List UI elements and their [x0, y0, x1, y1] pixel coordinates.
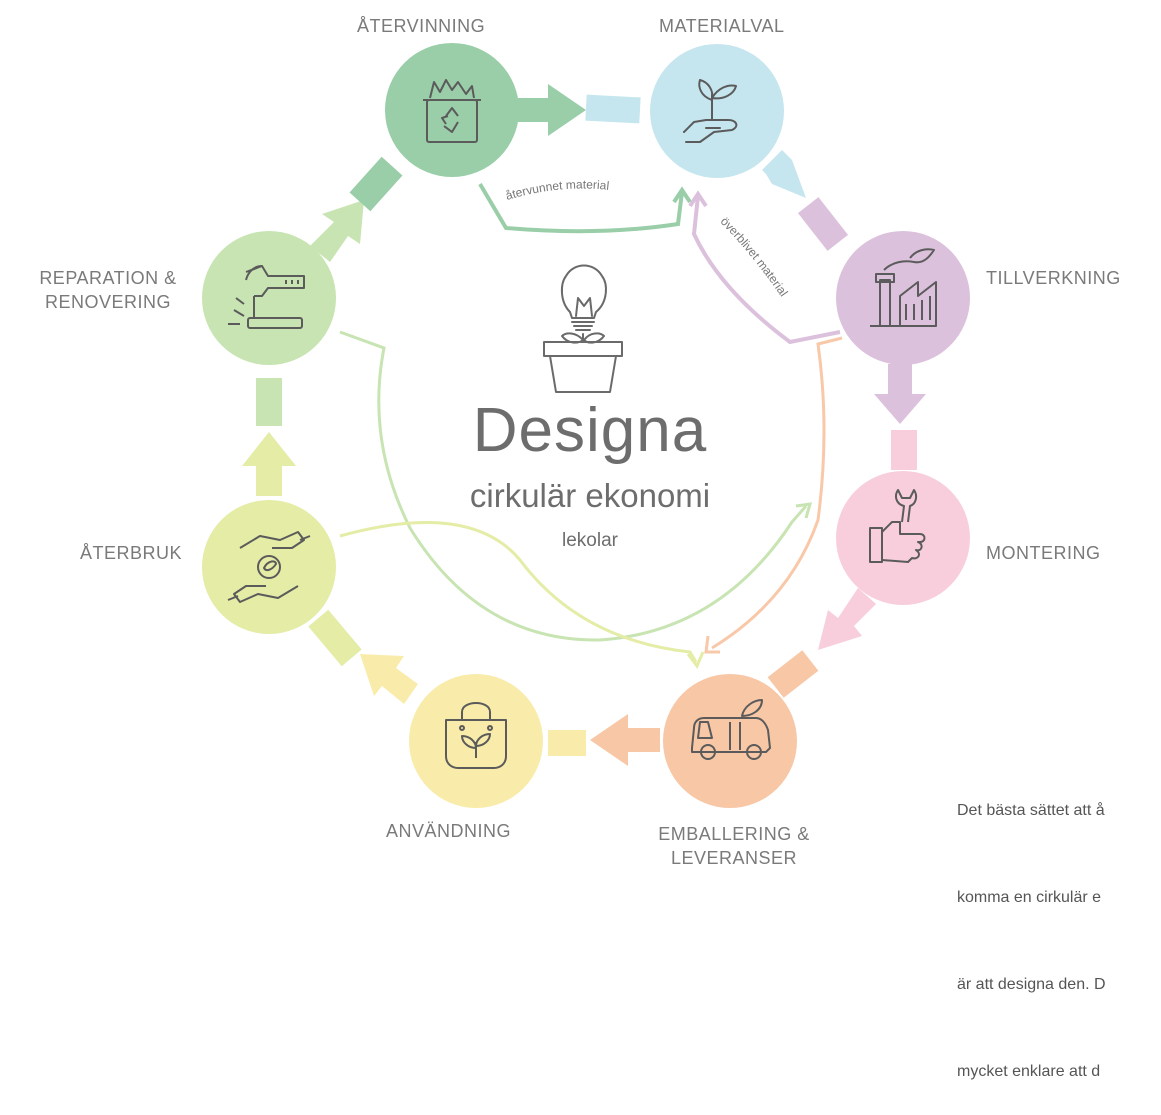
cycle-arrows — [242, 84, 926, 766]
hammer-icon — [228, 265, 305, 329]
shopping-bag-icon — [445, 702, 507, 769]
loop-reuse-to-delivery — [339, 521, 698, 663]
arrow-materialval-to-tillverkning — [762, 150, 806, 198]
stage-emballering — [663, 674, 797, 808]
description-line-1: Det bästa sättet att å — [957, 802, 1105, 819]
stage-label-reparation: REPARATION & RENOVERING — [28, 266, 188, 314]
diagram-subtitle: cirkulär ekonomi — [469, 477, 711, 514]
factory-icon — [870, 248, 937, 327]
stage-tillverkning — [836, 231, 970, 365]
loop-recycled-material-head — [672, 186, 692, 204]
description-line-3: är att designa den. D — [957, 976, 1106, 993]
arrow-anvandning-to-aterbruk — [360, 654, 418, 704]
stage-label-materialval: MATERIALVAL — [659, 16, 785, 36]
connector-aterbruk-in — [308, 609, 362, 667]
arrow-atervinning-to-materialval — [518, 84, 586, 136]
loop-production-to-delivery — [711, 336, 843, 650]
hands-exchange-icon — [227, 531, 311, 603]
connector-emballering-in — [767, 650, 819, 698]
loop-leftover-material-head — [688, 190, 708, 208]
loop-reuse-to-delivery-head — [686, 651, 705, 669]
description-line-4: mycket enklare att d — [957, 1063, 1101, 1080]
stage-label-atervinning: ÅTERVINNING — [357, 16, 486, 36]
loop-repair-inner-head — [795, 502, 813, 519]
stage-label-emballering: EMBALLERING & LEVERANSER — [644, 822, 824, 870]
stage-montering — [836, 471, 970, 605]
connector-anvandning-in — [548, 730, 586, 756]
description-line-2: komma en cirkulär e — [957, 889, 1102, 906]
wrench-in-hand-icon — [869, 489, 926, 563]
brand-name: lekolar — [562, 530, 618, 551]
connector-montering-in — [891, 430, 917, 470]
stage-label-emballering-line-1: EMBALLERING & — [658, 824, 810, 844]
arrow-aterbruk-to-reparation — [242, 432, 296, 496]
stage-materialval — [650, 44, 784, 178]
description-text: Det bästa sättet att å komma en cirkulär… — [957, 738, 1161, 1115]
arrow-reparation-to-atervinning — [310, 200, 364, 262]
stage-label-reparation-line-1: REPARATION & — [39, 268, 177, 288]
stage-label-emballering-line-2: LEVERANSER — [670, 848, 798, 868]
stage-nodes — [202, 43, 970, 808]
feedback-loops — [339, 182, 843, 669]
circular-economy-diagram: återvunnet material överblivet material — [202, 43, 970, 808]
plant-in-hand-icon — [683, 79, 738, 143]
recycled-material-label: återvunnet material — [504, 177, 610, 202]
arrow-emballering-to-anvandning — [590, 714, 660, 766]
stage-label-aterbruk: ÅTERBRUK — [80, 543, 183, 563]
stage-atervinning — [385, 43, 519, 177]
connector-tillverkning-in — [797, 197, 849, 251]
recycle-bin-icon — [423, 79, 481, 143]
connector-materialval-in — [585, 94, 641, 124]
loop-leftover-material — [691, 195, 841, 345]
stage-label-tillverkning: TILLVERKNING — [986, 268, 1121, 288]
stage-reparation — [202, 231, 336, 365]
loop-production-to-delivery-head — [704, 635, 720, 654]
connector-reparation-in — [256, 378, 282, 426]
stage-label-reparation-line-2: RENOVERING — [44, 292, 172, 312]
lightbulb-plant-pot-icon — [543, 264, 623, 393]
arrow-montering-to-emballering — [818, 588, 876, 650]
arrow-tillverkning-to-montering — [874, 364, 926, 424]
loop-recycled-material — [478, 182, 684, 234]
stage-label-anvandning: ANVÄNDNING — [386, 821, 512, 841]
stage-anvandning — [409, 674, 543, 808]
connector-atervinning-in — [349, 156, 403, 212]
delivery-van-icon — [691, 699, 771, 760]
diagram-title: Designa — [472, 396, 708, 465]
loop-repair-inner — [339, 330, 808, 642]
stage-label-montering: MONTERING — [986, 543, 1101, 563]
stage-aterbruk — [202, 500, 336, 634]
